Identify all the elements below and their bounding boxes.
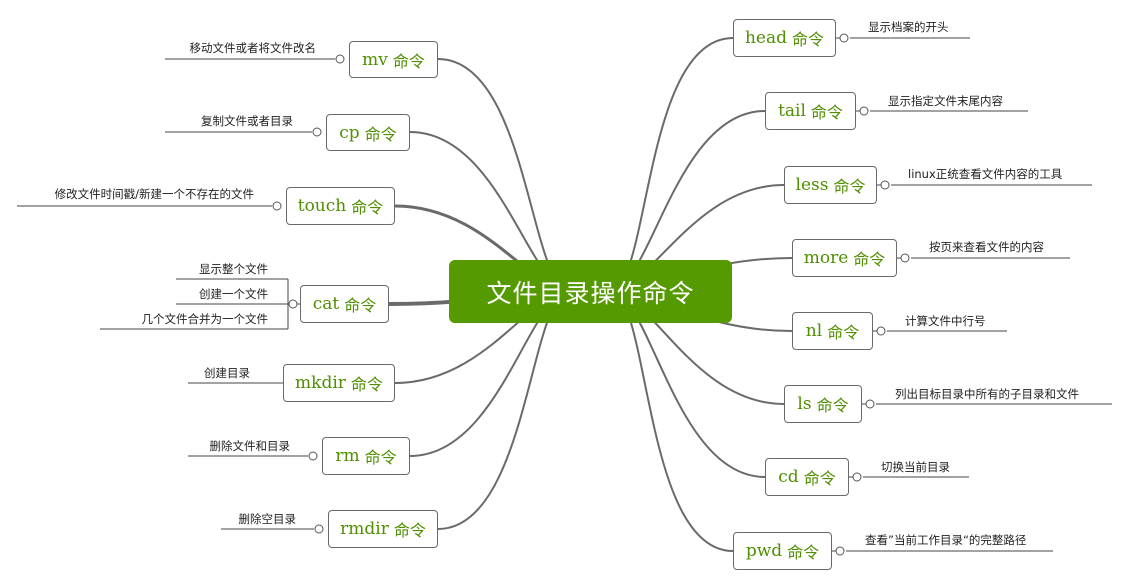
topic-cp-command: cp <box>339 122 360 143</box>
note-nl: 计算文件中行号 <box>905 314 986 328</box>
note-cd: 切换当前目录 <box>881 460 950 474</box>
topic-mv-suffix: 命令 <box>392 51 425 71</box>
note-rm: 删除文件和目录 <box>209 439 291 453</box>
collapse-knob-cd[interactable] <box>852 472 862 482</box>
topic-mkdir-suffix: 命令 <box>350 375 383 394</box>
topic-less-suffix: 命令 <box>833 177 866 196</box>
topic-less-command: less <box>795 175 829 195</box>
topic-rm-command: rm <box>335 446 360 466</box>
topic-touch-command: touch <box>297 196 347 216</box>
topic-cat-command: cat <box>312 294 340 314</box>
topic-more-command: more <box>803 248 849 268</box>
note-less: linux正统查看文件内容的工具 <box>908 167 1063 181</box>
topic-mkdir-command: mkdir <box>295 373 346 393</box>
note-touch: 修改文件时间戳/新建一个不存在的文件 <box>54 187 254 201</box>
topic-rmdir-suffix: 命令 <box>393 521 426 540</box>
collapse-knob-touch[interactable] <box>272 201 282 211</box>
note-rmdir: 删除空目录 <box>238 512 297 526</box>
topic-mv-command: mv <box>362 49 388 70</box>
note-ls: 列出目标目录中所有的子目录和文件 <box>895 387 1079 401</box>
collapse-knob-mv[interactable] <box>335 54 345 64</box>
topic-nl-command: nl <box>805 321 823 341</box>
collapse-knob-more[interactable] <box>900 253 910 263</box>
topic-rm-suffix: 命令 <box>364 448 397 467</box>
branch-pwd <box>609 290 734 552</box>
collapse-knob-nl[interactable] <box>876 326 886 336</box>
topic-head-command: head <box>744 28 787 48</box>
topic-more-suffix: 命令 <box>853 250 886 269</box>
topic-cat-suffix: 命令 <box>344 296 377 315</box>
collapse-knob-rm[interactable] <box>308 451 318 461</box>
topic-head-suffix: 命令 <box>792 30 825 49</box>
note-cp: 复制文件或者目录 <box>201 114 293 128</box>
topic-cp-suffix: 命令 <box>364 124 397 144</box>
collapse-knob-rmdir[interactable] <box>314 524 324 534</box>
note-more: 按页来查看文件的内容 <box>929 240 1044 254</box>
note-cat-display: 显示整个文件 <box>199 262 268 276</box>
branch-head <box>609 37 734 292</box>
topic-tail-command: tail <box>778 101 806 121</box>
topic-rmdir-command: rmdir <box>340 519 389 539</box>
topic-tail-suffix: 命令 <box>810 103 843 122</box>
central-topic[interactable]: 文件目录操作命令 <box>449 260 732 323</box>
collapse-knob-cp[interactable] <box>312 127 322 137</box>
collapse-knob-pwd[interactable] <box>835 546 845 556</box>
topic-ls-suffix: 命令 <box>816 396 849 415</box>
topic-touch-suffix: 命令 <box>351 198 384 217</box>
branch-mv <box>437 58 571 292</box>
topic-pwd-suffix: 命令 <box>787 543 820 562</box>
collapse-knob-less[interactable] <box>880 180 890 190</box>
note-cat-create: 创建一个文件 <box>199 287 268 301</box>
topic-cd-suffix: 命令 <box>803 469 836 488</box>
note-mv: 移动文件或者将文件改名 <box>189 41 317 55</box>
topic-head[interactable]: head 命令 <box>733 19 836 57</box>
collapse-knob-ls[interactable] <box>865 399 875 409</box>
note-pwd: 查看”当前工作目录“的完整路径 <box>865 533 1027 547</box>
branch-rmdir <box>437 290 571 530</box>
collapse-knob-cat[interactable] <box>288 299 298 309</box>
central-topic-label: 文件目录操作命令 <box>486 278 695 308</box>
collapse-knob-head[interactable] <box>839 33 849 43</box>
topic-ls-command: ls <box>797 394 812 414</box>
topic-pwd-command: pwd <box>745 541 783 561</box>
note-head: 显示档案的开头 <box>868 20 949 34</box>
note-mkdir: 创建目录 <box>204 366 250 380</box>
note-cat-merge: 几个文件合并为一个文件 <box>141 312 269 326</box>
collapse-knob-tail[interactable] <box>859 106 869 116</box>
topic-nl-suffix: 命令 <box>827 323 860 342</box>
note-tail: 显示指定文件末尾内容 <box>888 94 1003 108</box>
topic-cd-command: cd <box>778 467 799 487</box>
